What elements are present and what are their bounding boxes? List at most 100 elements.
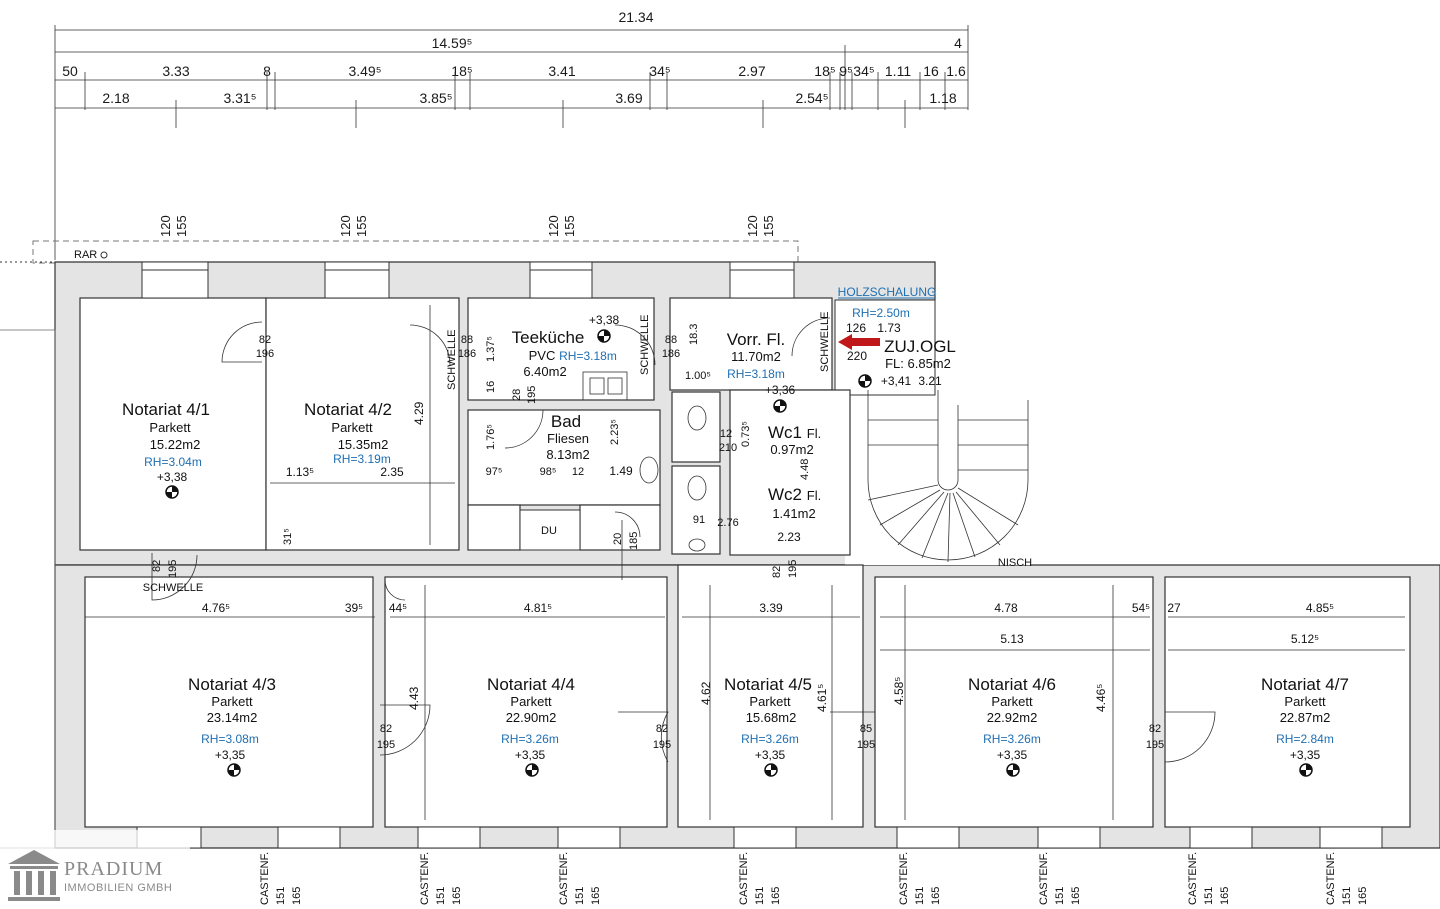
room-height: RH=3.19m <box>333 452 391 466</box>
room-area: 23.14m2 <box>207 710 258 725</box>
svg-text:20: 20 <box>612 533 624 545</box>
svg-text:3.33: 3.33 <box>162 63 189 79</box>
room-area: 22.90m2 <box>506 710 557 725</box>
stair-labels: HOLZSCHALUNG RH=2.50m 126 1.73 220 ZUJ.O… <box>838 285 1033 569</box>
room-level: +3,38 <box>589 313 620 327</box>
room-floor: Fl. <box>807 488 821 503</box>
room-floor: Parkett <box>991 694 1033 709</box>
room-outlines <box>79 297 1411 828</box>
room-name: Notariat 4/6 <box>968 675 1056 694</box>
svg-text:4.62: 4.62 <box>699 681 713 705</box>
svg-text:82: 82 <box>771 566 783 578</box>
svg-text:97⁵: 97⁵ <box>486 466 503 478</box>
room-area: 1.41m2 <box>772 506 815 521</box>
svg-text:165: 165 <box>590 887 602 905</box>
svg-text:4.29: 4.29 <box>412 401 426 425</box>
svg-text:186: 186 <box>458 348 476 360</box>
svg-text:CASTENF.: CASTENF. <box>558 852 570 905</box>
svg-text:18⁵: 18⁵ <box>814 63 835 79</box>
logo-subtitle: IMMOBILIEN GMBH <box>64 882 173 894</box>
svg-text:4.61⁵: 4.61⁵ <box>815 684 829 712</box>
holzschalung-label: HOLZSCHALUNG <box>838 285 937 299</box>
svg-text:4.78: 4.78 <box>994 601 1018 615</box>
svg-text:155: 155 <box>761 215 776 237</box>
dim-partial: 14.59⁵ <box>432 35 473 51</box>
svg-text:82: 82 <box>259 334 271 346</box>
svg-text:155: 155 <box>354 215 369 237</box>
svg-text:88: 88 <box>461 334 473 346</box>
room-height: RH=3.26m <box>983 732 1041 746</box>
svg-text:82: 82 <box>151 560 163 572</box>
room-level: +3,35 <box>755 748 786 762</box>
svg-text:151: 151 <box>275 887 287 905</box>
room-level: +3,35 <box>515 748 546 762</box>
svg-text:4.48: 4.48 <box>799 459 811 480</box>
logo-backdrop <box>0 830 190 909</box>
svg-text:CASTENF.: CASTENF. <box>1038 852 1050 905</box>
building-logo-icon <box>8 850 60 901</box>
svg-text:1.76⁵: 1.76⁵ <box>485 424 497 450</box>
svg-text:195: 195 <box>167 560 179 578</box>
svg-text:1.00⁵: 1.00⁵ <box>685 370 711 382</box>
svg-text:126: 126 <box>846 321 866 335</box>
room-name: Notariat 4/5 <box>724 675 812 694</box>
svg-text:88: 88 <box>665 334 677 346</box>
svg-text:CASTENF.: CASTENF. <box>898 852 910 905</box>
svg-text:185: 185 <box>628 532 640 550</box>
svg-text:4.43: 4.43 <box>407 686 421 710</box>
du-label: DU <box>541 525 557 537</box>
svg-text:34⁵: 34⁵ <box>853 63 874 79</box>
svg-text:155: 155 <box>562 215 577 237</box>
room-name: Vorr. Fl. <box>727 330 786 349</box>
room-height: RH=3.18m <box>559 349 617 363</box>
room-area: 15.35m2 <box>338 437 389 452</box>
svg-text:3.31⁵: 3.31⁵ <box>223 90 256 106</box>
svg-text:1.18: 1.18 <box>929 90 956 106</box>
svg-text:195: 195 <box>377 739 395 751</box>
window-bottom-marks: CASTENF. 151 165 CASTENF. 151 165 CASTEN… <box>259 852 1369 905</box>
room-teekueche: Teeküche PVC RH=3.18m 6.40m2 +3,38 <box>512 313 620 379</box>
svg-text:1.13⁵: 1.13⁵ <box>286 465 314 479</box>
svg-text:8: 8 <box>263 63 271 79</box>
room-level: +3,35 <box>1290 748 1321 762</box>
logo-name: PRADIUM <box>64 858 164 880</box>
svg-text:44⁵: 44⁵ <box>389 601 407 615</box>
room-name: Wc1 <box>768 423 802 442</box>
svg-text:85: 85 <box>860 723 872 735</box>
svg-text:31⁵: 31⁵ <box>282 528 294 545</box>
door-swings <box>151 317 1216 763</box>
stair-height: RH=2.50m <box>852 306 910 320</box>
windows-top <box>141 261 795 299</box>
dim-total: 21.34 <box>618 9 653 25</box>
room-wc1: Wc1 Fl. 0.97m2 <box>768 423 821 457</box>
svg-text:2.35: 2.35 <box>380 465 404 479</box>
svg-text:SCHWELLE: SCHWELLE <box>639 314 651 375</box>
room-name: Notariat 4/7 <box>1261 675 1349 694</box>
svg-text:82: 82 <box>1149 723 1161 735</box>
room-floor: Parkett <box>1284 694 1326 709</box>
room-name: Notariat 4/4 <box>487 675 575 694</box>
entrance-arrow <box>838 334 880 350</box>
svg-text:12: 12 <box>572 466 584 478</box>
room-notariat-4-7: Notariat 4/7 Parkett 22.87m2 RH=2.84m +3… <box>1261 675 1349 762</box>
room-name: Notariat 4/2 <box>304 400 392 419</box>
room-notariat-4-6: Notariat 4/6 Parkett 22.92m2 RH=3.26m +3… <box>968 675 1056 762</box>
svg-text:3.49⁵: 3.49⁵ <box>348 63 381 79</box>
dim-partial-cut: 4 <box>954 35 962 51</box>
room-vorraum: Vorr. Fl. 11.70m2 RH=3.18m +3,36 <box>727 330 796 397</box>
svg-text:2.23⁵: 2.23⁵ <box>609 419 621 445</box>
svg-text:220: 220 <box>847 349 867 363</box>
svg-text:196: 196 <box>256 348 274 360</box>
svg-text:50: 50 <box>62 63 78 79</box>
svg-text:34⁵: 34⁵ <box>649 63 670 79</box>
svg-text:CASTENF.: CASTENF. <box>1187 852 1199 905</box>
svg-text:151: 151 <box>754 887 766 905</box>
svg-text:28: 28 <box>511 389 523 401</box>
window-height-marks: 120 155 120 155 120 155 120 155 <box>158 215 776 237</box>
svg-text:1.6: 1.6 <box>946 63 966 79</box>
svg-text:4.85⁵: 4.85⁵ <box>1306 601 1334 615</box>
svg-text:1.37⁵: 1.37⁵ <box>485 336 497 362</box>
room-level: +3,38 <box>157 470 188 484</box>
room-notariat-4-5: Notariat 4/5 Parkett 15.68m2 RH=3.26m +3… <box>724 675 812 762</box>
interior-dim-lines <box>85 305 1405 820</box>
